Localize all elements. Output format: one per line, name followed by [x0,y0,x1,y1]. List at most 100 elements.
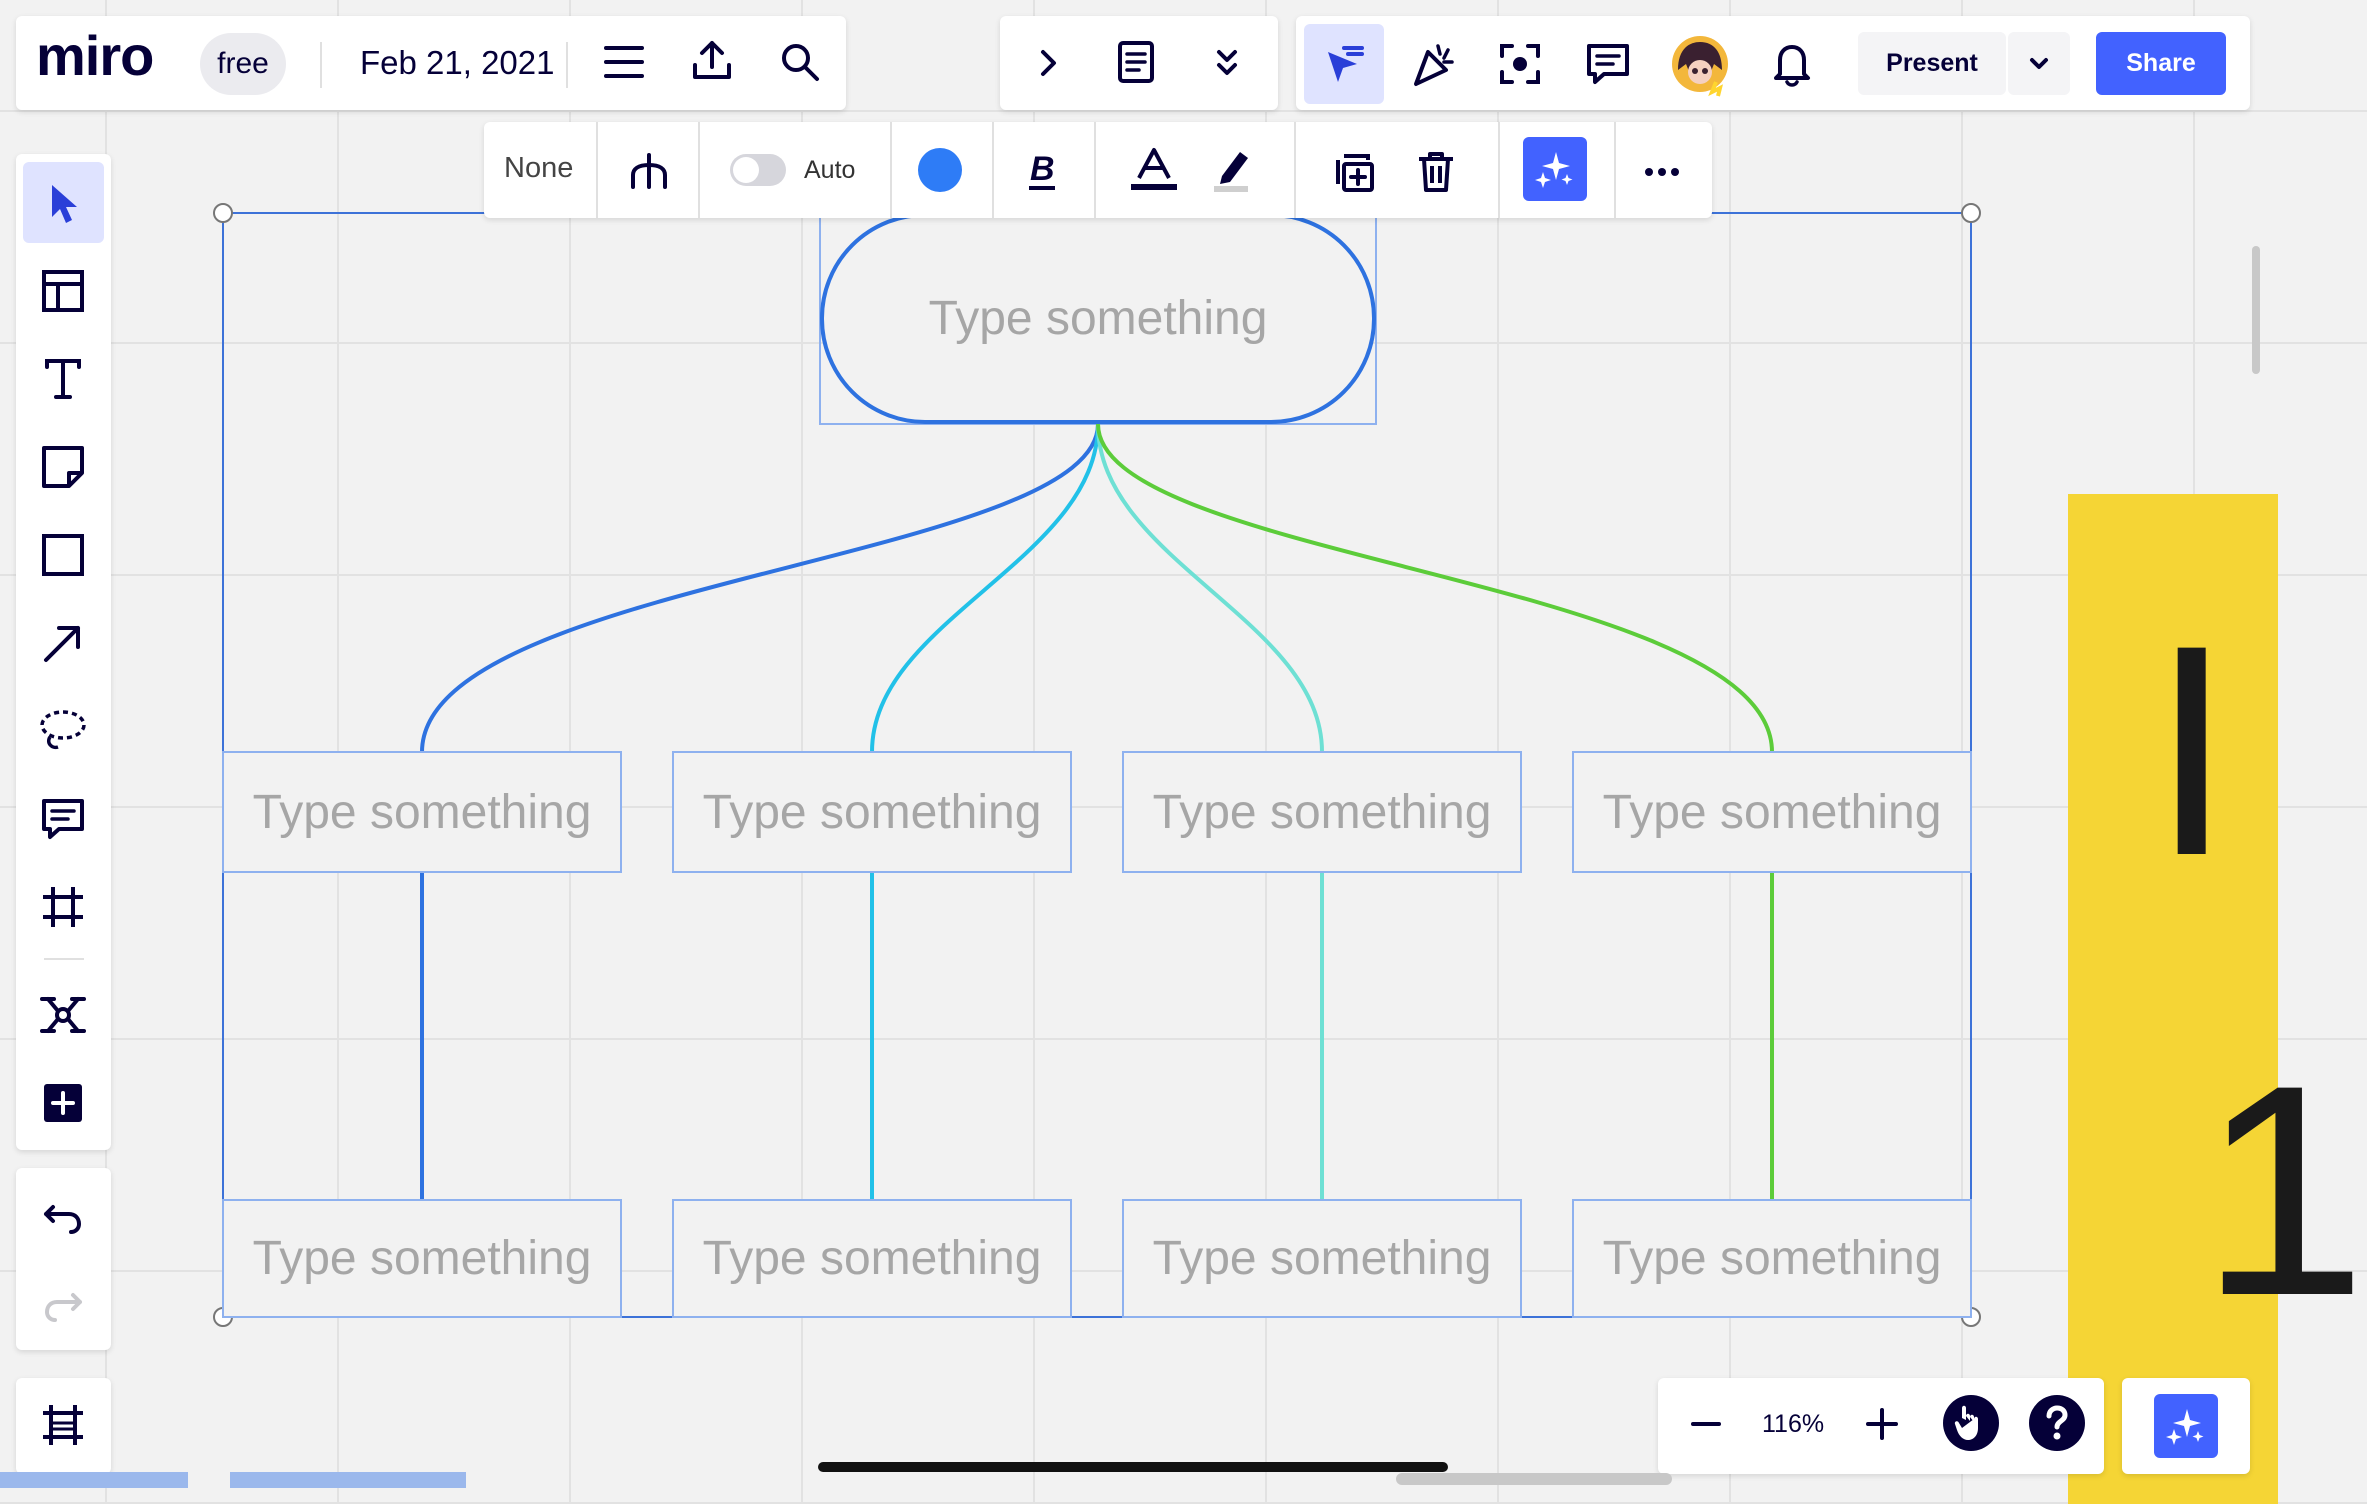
help-icon[interactable] [2028,1394,2086,1452]
search-icon[interactable] [774,36,826,88]
frame-icon[interactable] [34,878,92,936]
auto-layout-toggle[interactable] [730,154,786,186]
line-style-select[interactable]: None [504,152,574,184]
level2-node-2-box[interactable] [672,1199,1072,1318]
history-toolbar [16,1168,111,1350]
delete-icon[interactable] [1408,144,1464,200]
board-title[interactable]: Feb 21, 2021 [360,44,555,81]
miro-logo[interactable]: miro [36,24,154,87]
lasso-icon[interactable] [34,702,92,760]
select-icon[interactable] [34,174,92,232]
horizontal-scrollbar[interactable] [1396,1473,1672,1485]
level2-node-3-text[interactable]: Type something [1152,1232,1492,1285]
undo-icon[interactable] [34,1190,92,1248]
divider [44,958,84,960]
sticky-note-icon[interactable] [34,438,92,496]
branch-curve-4 [1096,423,1774,753]
zoom-in-icon[interactable] [1856,1398,1908,1450]
plan-badge[interactable]: free [200,33,286,95]
divider [566,42,568,88]
level2-node-4-box[interactable] [1572,1199,1972,1318]
duplicate-icon[interactable] [1328,144,1384,200]
avatar[interactable] [1670,34,1732,97]
divider [1614,122,1616,218]
chevron-down-icon [2030,57,2048,69]
level1-node-3-box[interactable] [1122,751,1522,873]
sticky-note-text-2: 1 [2200,1022,2367,1358]
home-indicator[interactable] [818,1462,1448,1472]
chevron-double-down-icon[interactable] [1202,38,1252,88]
comments-icon[interactable] [1580,36,1636,92]
board-header-panel [16,16,846,110]
upload-icon[interactable] [686,34,738,86]
divider [596,122,598,218]
level1-node-4-box[interactable] [1572,751,1972,873]
frames-panel [16,1378,111,1474]
level1-node-4-text[interactable]: Type something [1602,785,1942,839]
level1-node-2-text[interactable]: Type something [702,785,1042,839]
minimap-strip [0,1472,188,1488]
mindmap-layout-icon[interactable] [622,144,676,198]
text-color-icon[interactable] [1126,142,1182,198]
level2-node-1-box[interactable] [222,1199,622,1318]
zoom-level[interactable]: 116% [1762,1410,1825,1438]
divider [1094,122,1096,218]
level1-node-1-text[interactable]: Type something [252,785,592,839]
divider [698,122,700,218]
mindmap-icon[interactable] [34,986,92,1044]
level2-node-3-box[interactable] [1122,1199,1522,1318]
level1-node-1-box[interactable] [222,751,622,873]
divider [1498,122,1500,218]
bell-icon[interactable] [1764,36,1820,92]
share-button[interactable]: Share [2096,32,2226,95]
branch-curve-1 [420,423,1100,753]
celebrate-icon[interactable] [1406,36,1462,92]
redo-icon[interactable] [34,1278,92,1336]
ai-assist-icon[interactable] [2154,1394,2218,1458]
frames-icon[interactable] [34,1396,92,1454]
menu-icon[interactable] [598,36,650,88]
comment-icon[interactable] [34,790,92,848]
branch-curve-3 [1096,423,1324,753]
notes-icon[interactable] [1110,36,1162,88]
branch-curve-2 [870,423,1100,753]
chevron-right-icon[interactable] [1024,38,1074,88]
resize-handle-tl[interactable] [213,203,233,223]
creation-toolbar [16,154,111,1150]
level1-node-3-text[interactable]: Type something [1152,785,1492,839]
level1-node-2-box[interactable] [672,751,1072,873]
root-node-text[interactable]: Type something [928,292,1268,345]
present-button[interactable]: Present [1858,32,2006,95]
level2-node-2-text[interactable]: Type something [702,1232,1042,1285]
svg-text:B: B [1030,150,1055,188]
bold-icon[interactable]: B [1016,144,1070,198]
divider [1294,122,1296,218]
auto-label: Auto [804,156,856,184]
level2-node-4-text[interactable]: Type something [1602,1232,1942,1285]
shape-icon[interactable] [34,526,92,584]
templates-icon[interactable] [34,262,92,320]
sticky-note-text-1: I [2150,582,2234,918]
highlight-icon[interactable] [1204,142,1260,198]
plus-icon[interactable] [34,1074,92,1132]
sticky-note[interactable] [2068,494,2278,1504]
focus-icon[interactable] [1492,36,1548,92]
resize-handle-tr[interactable] [1961,203,1981,223]
zoom-out-icon[interactable] [1680,1398,1732,1450]
ai-assist-icon[interactable] [1523,137,1587,201]
minimap-strip [230,1472,466,1488]
more-options-icon[interactable] [1634,144,1690,200]
cursor-icon[interactable] [1304,24,1384,104]
divider [992,122,994,218]
vertical-scrollbar[interactable] [2252,246,2260,374]
hand-pointer-icon[interactable] [1942,1394,2000,1452]
present-dropdown[interactable] [2008,32,2070,95]
line-color-swatch[interactable] [918,148,962,192]
divider [320,42,322,88]
arrow-icon[interactable] [34,614,92,672]
collaboration-panel [1296,16,2250,110]
level2-node-1-text[interactable]: Type something [252,1232,592,1285]
text-icon[interactable] [34,350,92,408]
canvas-graphics [213,203,1981,1327]
divider [890,122,892,218]
